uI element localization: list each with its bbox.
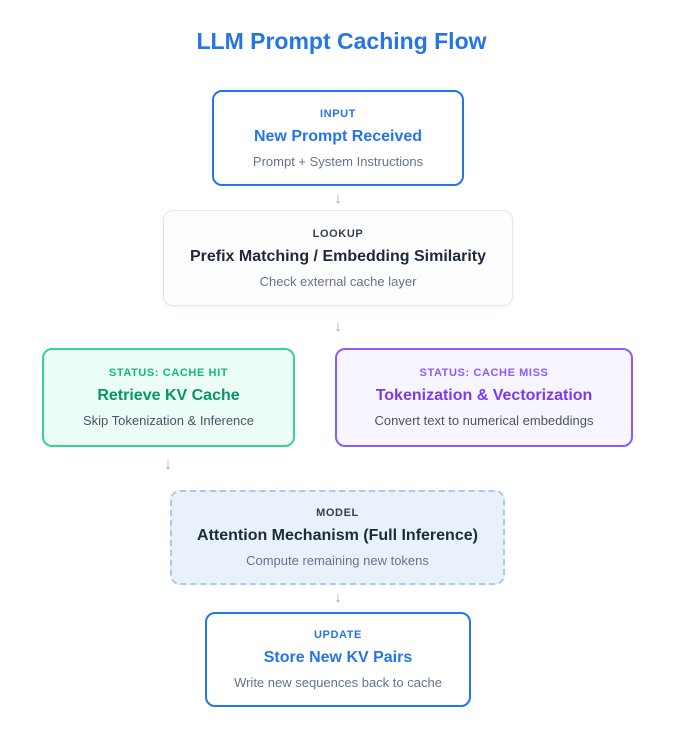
flow-node-model: MODEL Attention Mechanism (Full Inferenc… bbox=[170, 490, 505, 585]
node-cache-hit-subtitle: Skip Tokenization & Inference bbox=[82, 413, 255, 428]
arrow-down-icon: ↓ bbox=[164, 456, 172, 473]
node-model-label: MODEL bbox=[316, 507, 359, 519]
arrow-down-icon: ↓ bbox=[334, 318, 342, 335]
node-model-subtitle: Compute remaining new tokens bbox=[246, 553, 429, 568]
node-input-title: New Prompt Received bbox=[253, 127, 423, 145]
node-update-label: UPDATE bbox=[313, 629, 362, 641]
arrow-down-icon: ↓ bbox=[334, 589, 342, 606]
flow-node-cache-hit: STATUS: CACHE HIT Retrieve KV Cache Skip… bbox=[42, 348, 295, 447]
node-update-title: Store New KV Pairs bbox=[263, 649, 413, 666]
flow-node-cache-miss: STATUS: CACHE MISS Tokenization & Vector… bbox=[335, 348, 633, 447]
node-cache-hit-title: Retrieve KV Cache bbox=[97, 387, 240, 404]
node-input-label: INPUT bbox=[320, 107, 356, 120]
node-lookup-label: LOOKUP bbox=[312, 227, 364, 240]
flow-node-update: UPDATE Store New KV Pairs Write new sequ… bbox=[205, 612, 471, 707]
node-cache-miss-title: Tokenization & Vectorization bbox=[375, 387, 593, 404]
flow-node-input: INPUT New Prompt Received Prompt + Syste… bbox=[212, 90, 464, 186]
flow-node-lookup: LOOKUP Prefix Matching / Embedding Simil… bbox=[163, 210, 513, 306]
page-title: LLM Prompt Caching Flow bbox=[196, 28, 487, 54]
node-cache-miss-subtitle: Convert text to numerical embeddings bbox=[374, 413, 594, 428]
node-cache-miss-label: STATUS: CACHE MISS bbox=[419, 367, 549, 379]
node-lookup-title: Prefix Matching / Embedding Similarity bbox=[189, 247, 487, 265]
node-update-subtitle: Write new sequences back to cache bbox=[234, 675, 442, 690]
node-cache-hit-label: STATUS: CACHE HIT bbox=[108, 367, 229, 379]
node-lookup-subtitle: Check external cache layer bbox=[259, 273, 417, 289]
arrow-down-icon: ↓ bbox=[334, 190, 342, 207]
node-input-subtitle: Prompt + System Instructions bbox=[252, 153, 424, 169]
node-model-title: Attention Mechanism (Full Inference) bbox=[197, 527, 478, 544]
